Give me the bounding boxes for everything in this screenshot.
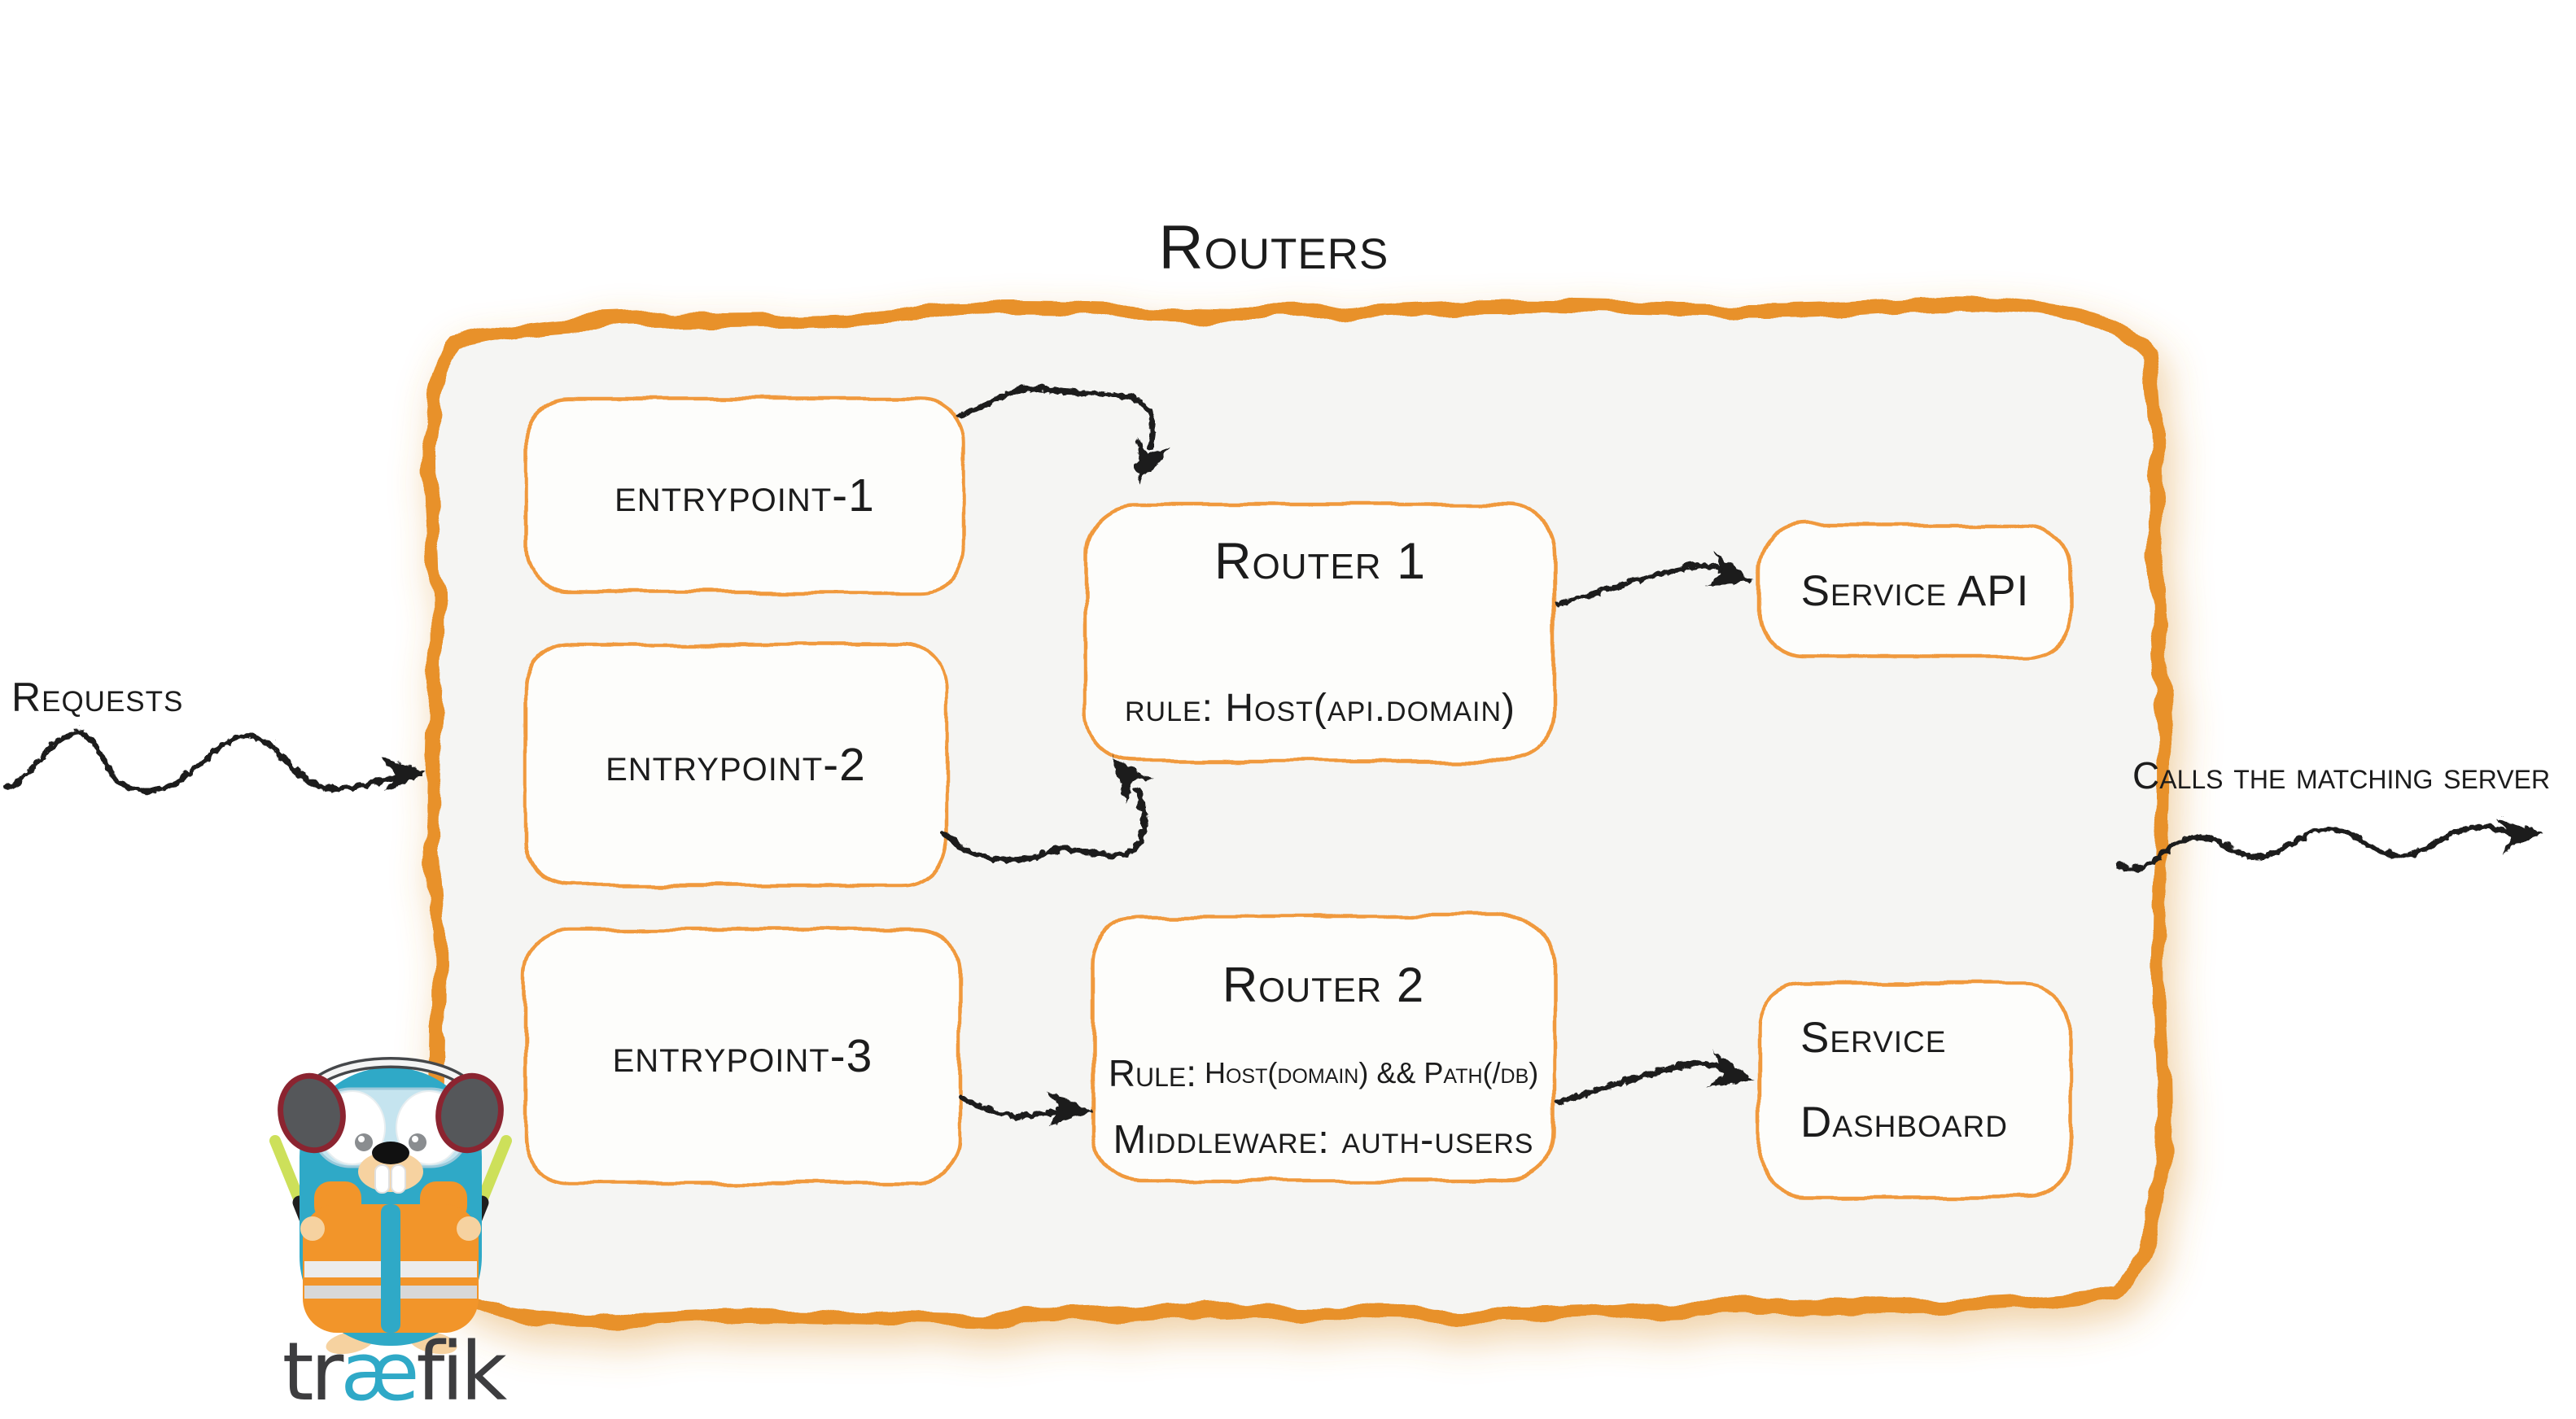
headphone-cup-left [278,1072,346,1154]
headphone-cup-right [435,1072,504,1154]
router2-to-service-dashboard-arrow [1553,1049,1752,1103]
calls-matching-server-label: Calls the matching server [2132,754,2551,797]
gopher-pupil-left [355,1133,373,1151]
entrypoint-2-box [523,642,949,888]
gopher-hand-right [457,1216,481,1241]
gopher-hand-left [300,1216,325,1241]
service-dashboard-box [1757,980,2073,1200]
page-title: Routers [1158,212,1389,282]
requests-label: Requests [11,675,184,720]
service-dashboard-label-line1: Service [1800,1013,1947,1062]
router-1-box [1083,502,1557,763]
entrypoint-1-label: entrypoint-1 [614,469,875,522]
gopher-tooth-left [374,1164,390,1194]
entrypoint2-to-router1-arrow [941,755,1152,861]
service-dashboard-label-line2: Dashboard [1800,1098,2008,1146]
wordmark-ae: æ [340,1325,419,1419]
service-api-label: Service API [1800,566,2030,615]
router-2-rule: Rule: Host(domain) && Path(/db) [1092,1048,1555,1098]
entrypoint-3-label: entrypoint-3 [612,1030,873,1082]
requests-arrow [3,727,425,792]
router-1-rule: rule: Host(api.domain) [1124,686,1516,730]
calls-arrow [2113,816,2541,871]
router-2-middleware: Middleware: auth-users [1113,1118,1534,1162]
entrypoint-2-label: entrypoint-2 [606,739,866,791]
flow-arrows [3,383,2541,1124]
service-api-box [1757,522,2073,659]
wordmark-end: fik [416,1325,508,1419]
vest-center-gap [381,1204,400,1333]
router-2-box [1090,914,1557,1184]
gopher-pupil-right [409,1133,426,1151]
router-2-name: Router 2 [1222,957,1425,1012]
gopher-tooth-right [391,1164,406,1194]
router-2-rule-value: Host(domain) && Path(/db) [1204,1056,1539,1089]
router1-to-service-api-arrow [1553,549,1752,605]
node-boxes [523,396,2073,1200]
entrypoint-1-box [523,396,967,595]
router-2-rule-prefix: Rule: [1108,1052,1196,1094]
entrypoint1-to-router1-arrow [954,383,1170,482]
wordmark-start: tr [282,1325,344,1419]
entrypoint-3-box [523,927,963,1185]
router-1-name: Router 1 [1214,533,1427,590]
gopher-nose [372,1142,409,1164]
traefik-gopher-logo [269,1057,512,1355]
entrypoint3-to-router2-arrow [956,1088,1091,1124]
